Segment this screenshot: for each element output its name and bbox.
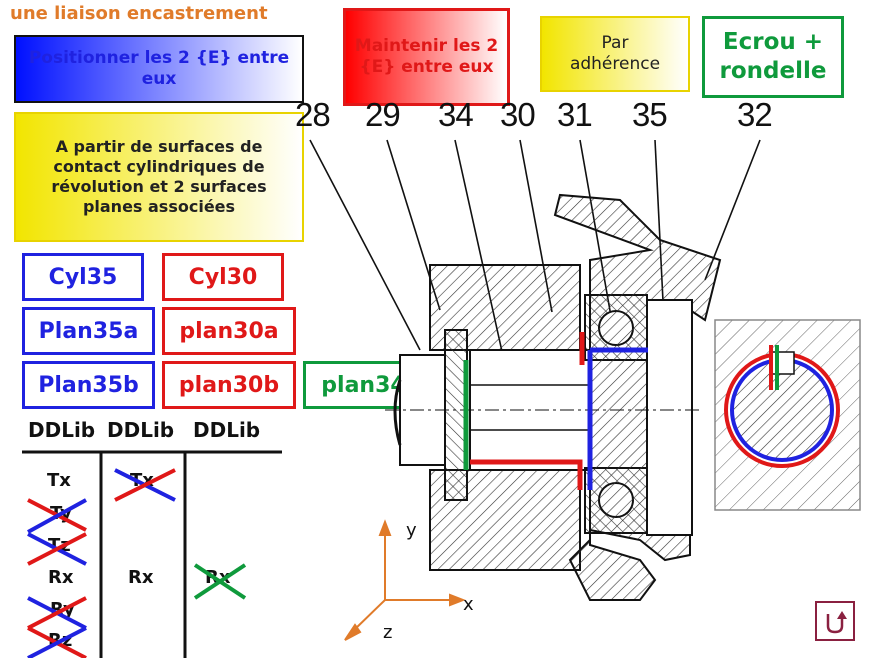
ecrou-box: Ecrou + rondelle [702, 16, 844, 98]
table-header-3: DDLib [193, 418, 261, 442]
part-number-35: 35 [632, 96, 668, 133]
cross-col1-tz [27, 532, 87, 566]
col1-rx: Rx [48, 567, 74, 588]
surfaces-box: A partir de surfaces de contact cylindri… [14, 112, 304, 242]
axis-label-z: z [383, 622, 393, 643]
part-number-30: 30 [500, 96, 536, 133]
part-number-29: 29 [365, 96, 401, 133]
surfaces-text: A partir de surfaces de contact cylindri… [51, 137, 267, 216]
table-header-2: DDLib [107, 418, 175, 442]
axes-arrows [344, 519, 466, 641]
positionner-box: Positionner les 2 {E} entre eux [14, 35, 304, 103]
col2-rx: Rx [128, 567, 154, 588]
axis-label-x: x [463, 594, 474, 615]
return-arrow-icon[interactable] [815, 601, 855, 641]
part-number-31: 31 [557, 96, 593, 133]
tag-cyl30-label: Cyl30 [188, 264, 258, 290]
cross-col1-rz [27, 626, 87, 658]
adherence-box: Par adhérence [540, 16, 690, 92]
col1-tx: Tx [47, 470, 71, 491]
tag-plan35b: Plan35b [22, 361, 155, 409]
tag-cyl30: Cyl30 [162, 253, 284, 301]
cross-col1-ry [27, 596, 87, 630]
table-header-1: DDLib [28, 418, 96, 442]
tag-plan30a: plan30a [162, 307, 296, 355]
tag-plan30b-label: plan30b [178, 372, 280, 398]
positionner-text: Positionner les 2 {E} entre eux [28, 47, 290, 89]
tag-cyl35-label: Cyl35 [48, 264, 118, 290]
section-view [714, 319, 861, 511]
tag-cyl35: Cyl35 [22, 253, 144, 301]
maintenir-box: Maintenir les 2 {E} entre eux [343, 8, 510, 106]
cross-col3-rx [193, 563, 247, 600]
tag-plan35a: Plan35a [22, 307, 155, 355]
tag-plan30a-label: plan30a [179, 318, 279, 344]
tag-plan34-label: plan34 [321, 372, 406, 398]
axis-label-y: y [406, 520, 417, 541]
cross-col2-tx [114, 468, 176, 502]
tag-plan30b: plan30b [162, 361, 296, 409]
surface-blue [587, 347, 648, 490]
adherence-text: Par adhérence [569, 32, 661, 74]
surface-red [470, 332, 585, 490]
tag-plan35b-label: Plan35b [38, 372, 139, 398]
part-number-28: 28 [295, 96, 331, 133]
ecrou-text: Ecrou + rondelle [719, 29, 827, 84]
tag-plan35a-label: Plan35a [38, 318, 139, 344]
maintenir-text: Maintenir les 2 {E} entre eux [354, 35, 499, 77]
page-title: une liaison encastrement [10, 3, 268, 24]
part-number-32: 32 [737, 96, 773, 133]
part-number-34: 34 [438, 96, 474, 133]
cross-col1-ty [27, 498, 87, 534]
